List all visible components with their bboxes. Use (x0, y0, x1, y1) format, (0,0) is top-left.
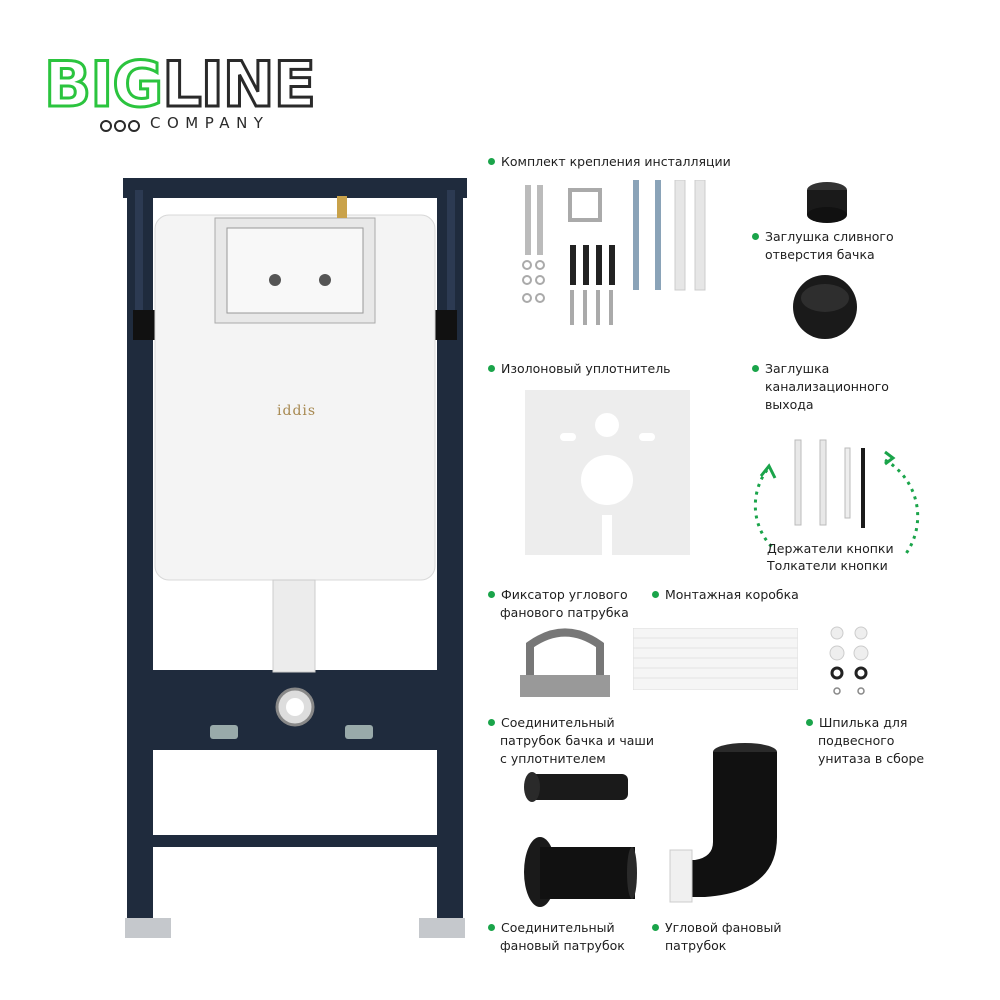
label-sewer-plug: Заглушка (752, 360, 829, 378)
mounting-kit-image (522, 180, 706, 325)
bullet-icon (488, 924, 495, 931)
label-sewer-plug-3: выхода (765, 397, 814, 412)
installation-frame-image (123, 178, 467, 938)
bullet-icon (488, 365, 495, 372)
label-isolon-seal: Изолоновый уплотнитель (488, 360, 671, 378)
cistern-brand-label: iddis (277, 403, 317, 419)
label-fan-pipe-2: фановый патрубок (500, 938, 625, 953)
label-button-pushers: Толкатели кнопки (767, 558, 888, 573)
label-fan-pipe: Соединительный (488, 919, 615, 937)
sewer-plug-image (793, 275, 857, 339)
isolon-seal-image (525, 390, 690, 555)
label-mounting-kit: Комплект крепления инсталляции (488, 153, 731, 171)
label-drain-plug-2: отверстия бачка (765, 247, 875, 262)
bullet-icon (488, 158, 495, 165)
label-button-holders: Держатели кнопки (767, 541, 894, 556)
logo-text-big: BIG (42, 48, 164, 121)
logo-subtitle: COMPANY (150, 114, 270, 132)
angle-fixer-image (520, 628, 610, 697)
label-sewer-plug-2: канализационного (765, 379, 889, 394)
label-stud: Шпилька для (806, 714, 907, 732)
label-stud-3: унитаза в сборе (818, 751, 925, 766)
drain-plug-image (807, 182, 847, 223)
angle-pipe-image (669, 743, 777, 903)
mount-box-image (633, 628, 798, 690)
label-angle-fixer: Фиксатор углового (488, 586, 628, 604)
fan-pipe-image (524, 837, 637, 907)
label-stud-2: подвесного (818, 733, 895, 748)
bullet-icon (488, 719, 495, 726)
label-mount-box: Монтажная коробка (652, 586, 799, 604)
brand-logo: BIGLINE (42, 52, 317, 117)
label-angle-pipe-2: патрубок (665, 938, 727, 953)
label-drain-plug: Заглушка сливного (752, 228, 894, 246)
bullet-icon (806, 719, 813, 726)
logo-text-line: LINE (161, 48, 318, 121)
bullet-icon (652, 591, 659, 598)
label-angle-pipe: Угловой фановый (652, 919, 781, 937)
label-tank-pipe: Соединительный (488, 714, 615, 732)
label-tank-pipe-2: патрубок бачка и чаши (500, 733, 654, 748)
bullet-icon (752, 365, 759, 372)
studs-image (829, 626, 869, 695)
bullet-icon (752, 233, 759, 240)
label-angle-fixer-2: фанового патрубка (500, 605, 629, 620)
tank-pipe-image (524, 772, 628, 802)
label-tank-pipe-3: с уплотнителем (500, 751, 606, 766)
button-holders-image (753, 439, 920, 556)
bullet-icon (488, 591, 495, 598)
bullet-icon (652, 924, 659, 931)
logo-circles-icon (100, 117, 142, 136)
